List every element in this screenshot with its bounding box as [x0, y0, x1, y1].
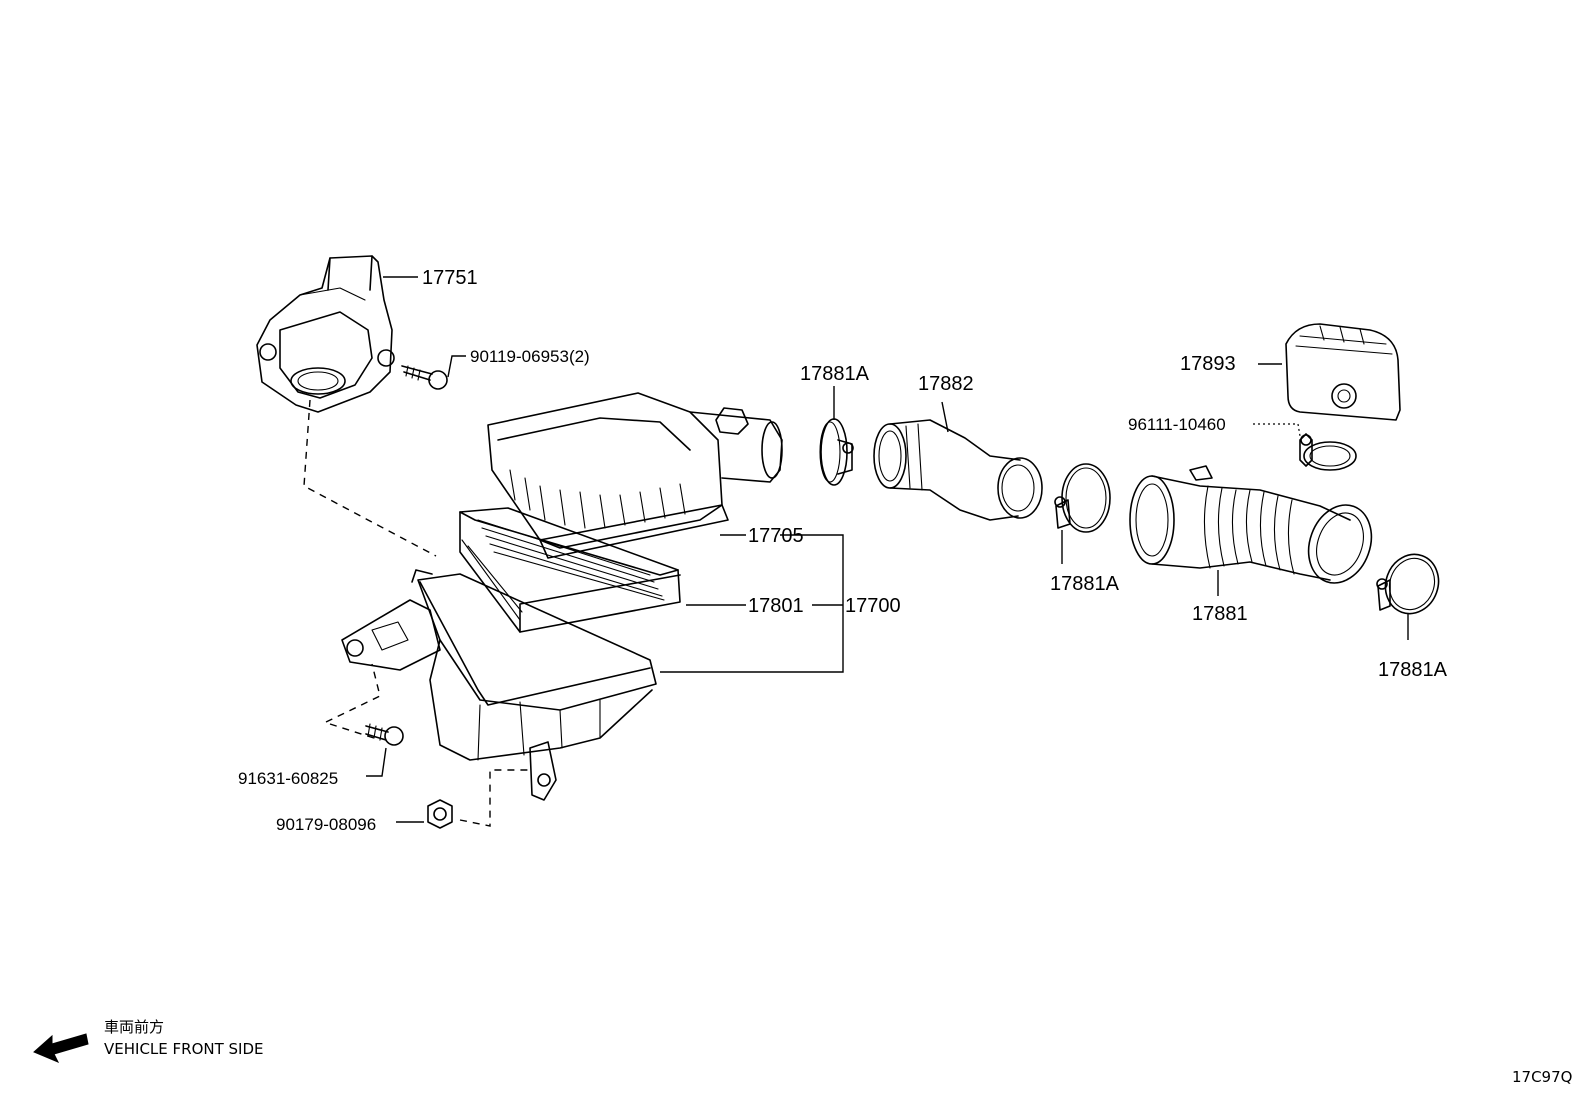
- bolt-90119-drawing: [401, 365, 448, 390]
- label-17881: 17881: [1192, 603, 1248, 625]
- label-91631-60825: 91631-60825: [238, 769, 338, 788]
- label-90119-06953: 90119-06953(2): [470, 347, 590, 366]
- assembly-dashed-lines: [303, 399, 530, 827]
- illustration-code: 17C97Q: [1512, 1068, 1572, 1086]
- label-17882: 17882: [918, 373, 974, 395]
- label-17801: 17801: [748, 595, 804, 617]
- cover-17893-drawing: [1285, 323, 1401, 421]
- label-17705: 17705: [748, 525, 804, 547]
- label-17700: 17700: [845, 595, 901, 617]
- label-17881a-top: 17881A: [800, 363, 870, 385]
- label-17881a-mid: 17881A: [1050, 573, 1120, 595]
- nut-90179-drawing: [427, 799, 453, 829]
- air-cleaner-case-drawing: [341, 569, 657, 801]
- label-90179-08096: 90179-08096: [276, 815, 376, 834]
- label-17881a-right: 17881A: [1378, 659, 1448, 681]
- part-labels: 17751 90119-06953(2) 17881A 17882 17893 …: [238, 267, 1448, 834]
- label-17893: 17893: [1180, 353, 1236, 375]
- leader-lines: [366, 276, 1409, 823]
- direction-label-en: VEHICLE FRONT SIDE: [104, 1040, 264, 1058]
- screw-96111-drawing: [1299, 433, 1357, 471]
- bolt-91631-drawing: [365, 723, 404, 746]
- clamp-17881a-mid-drawing: [1054, 463, 1111, 533]
- filter-element-drawing: [459, 507, 681, 633]
- label-17751: 17751: [422, 267, 478, 289]
- clamp-17881a-top-drawing: [819, 418, 854, 486]
- front-arrow-icon: [33, 1033, 89, 1063]
- air-cleaner-cap-drawing: [487, 392, 783, 559]
- label-96111-10460: 96111-10460: [1128, 415, 1226, 434]
- inlet-duct-drawing: [256, 255, 395, 413]
- hose-17881-drawing: [1129, 465, 1373, 584]
- vehicle-front-indicator: 車両前方 VEHICLE FRONT SIDE: [33, 1018, 264, 1063]
- clamp-17881a-right-drawing: [1376, 553, 1440, 615]
- direction-label-jp: 車両前方: [104, 1018, 164, 1036]
- hose-17882-drawing: [873, 419, 1043, 521]
